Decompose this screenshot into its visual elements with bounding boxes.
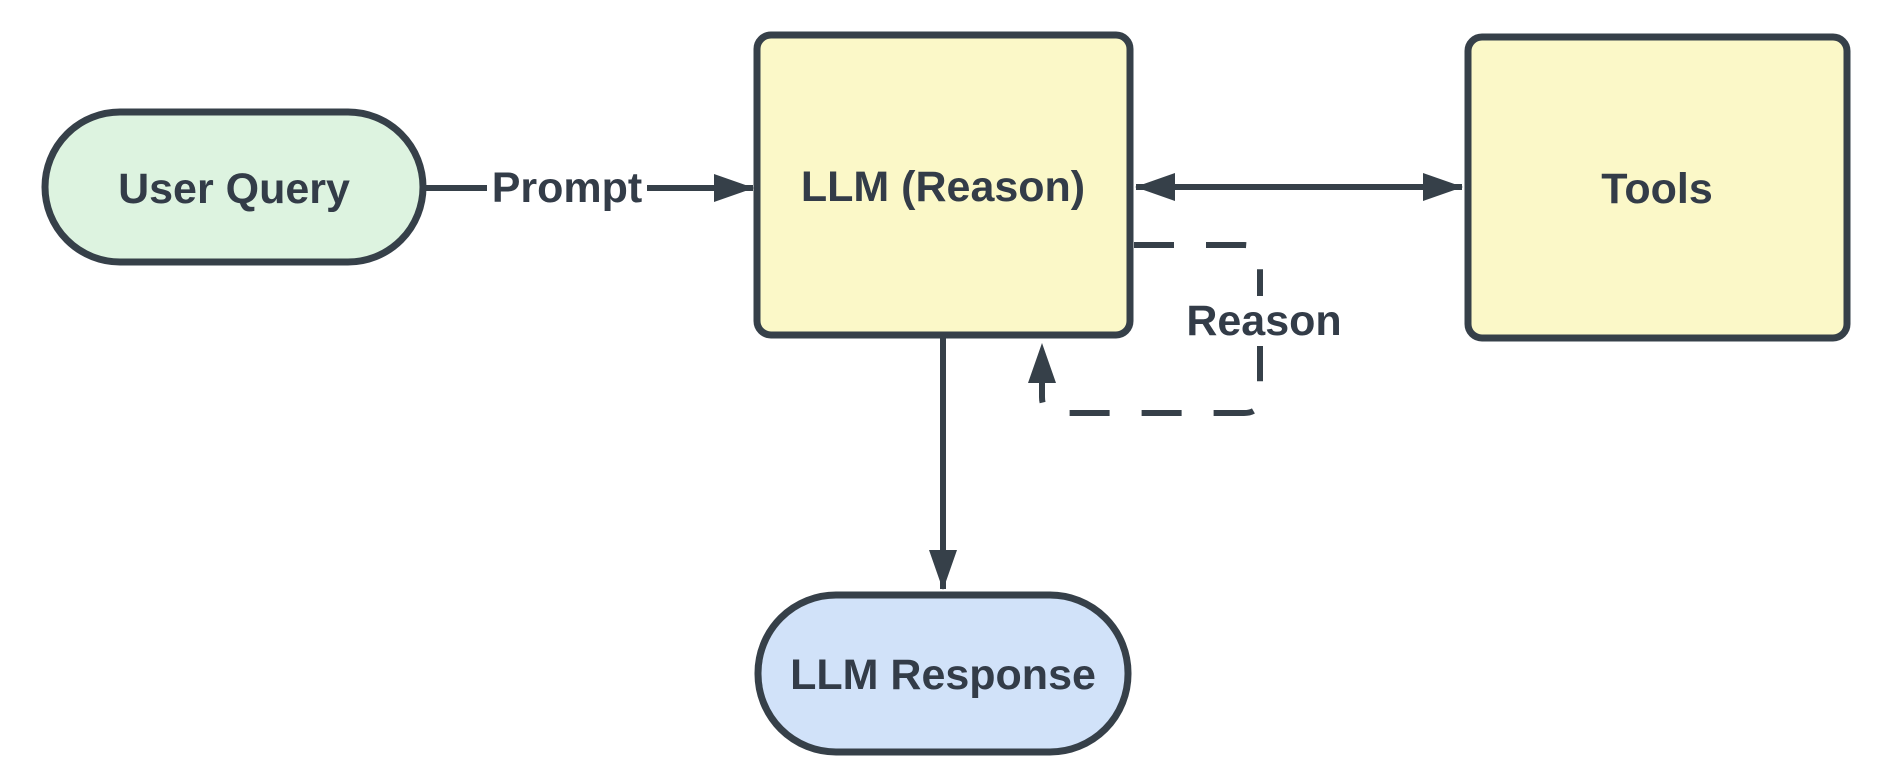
llm-reason-label: LLM (Reason): [801, 163, 1085, 211]
node-user-query: User Query: [41, 108, 427, 266]
llm-reason-shape: [753, 31, 1134, 339]
prompt-edge-label: Prompt: [492, 164, 643, 212]
node-llm-response: LLM Response: [754, 591, 1132, 756]
llm-response-label: LLM Response: [790, 651, 1096, 699]
user-query-shape: [41, 108, 427, 266]
reason-label-background: [1182, 296, 1346, 346]
node-llm-reason: LLM (Reason): [753, 31, 1134, 339]
prompt-label-background: [487, 163, 647, 213]
user-query-label: User Query: [118, 165, 350, 213]
llm-response-shape: [754, 591, 1132, 756]
node-tools: Tools: [1464, 33, 1851, 342]
edge-reason-loop: Reason: [1028, 242, 1346, 416]
reason-edge-label: Reason: [1186, 297, 1341, 345]
tools-shape: [1464, 33, 1851, 342]
tools-label: Tools: [1601, 165, 1712, 213]
edge-prompt: Prompt: [423, 163, 754, 213]
